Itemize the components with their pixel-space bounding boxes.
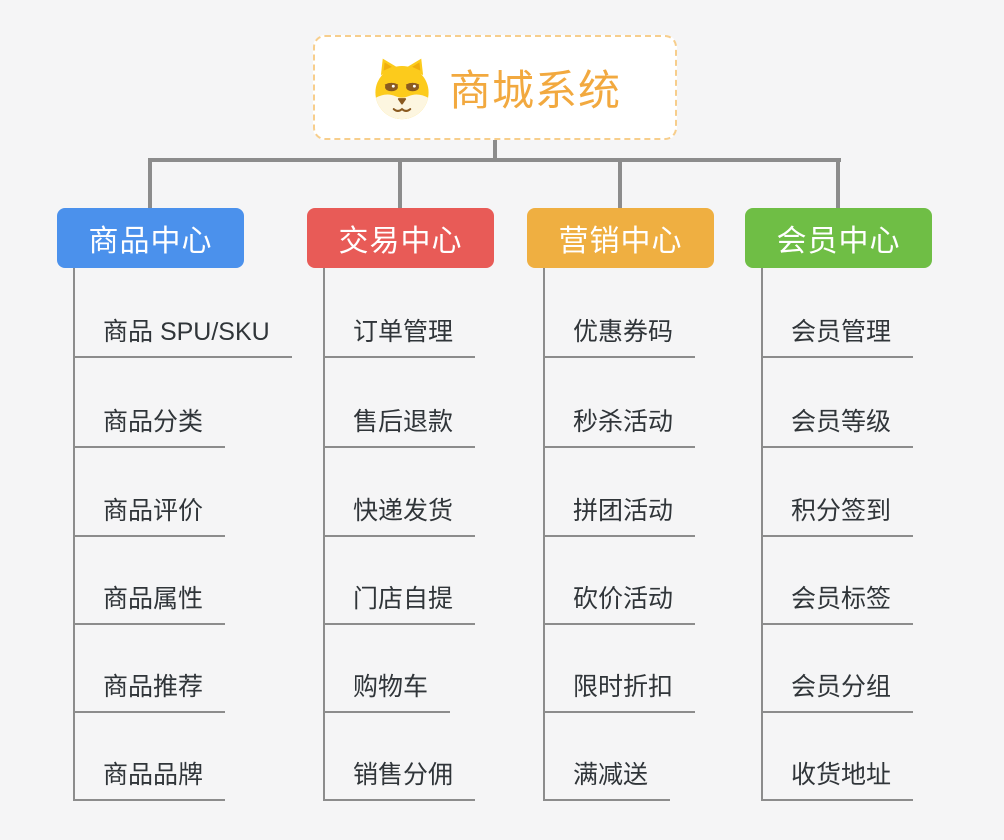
branch-trunk-line: [73, 268, 75, 801]
branch-column-trade: 交易中心 订单管理 售后退款 快递发货 门店自提 购物车 销售分佣: [307, 208, 547, 808]
branch-node-trade-center[interactable]: 交易中心: [307, 208, 494, 268]
branch-column-member: 会员中心 会员管理 会员等级 积分签到 会员标签 会员分组 收货地址: [745, 208, 985, 808]
leaf-node[interactable]: 收货地址: [761, 760, 914, 801]
branch-node-member-center[interactable]: 会员中心: [745, 208, 932, 268]
leaf-node[interactable]: 秒杀活动: [543, 407, 696, 448]
leaf-node[interactable]: 砍价活动: [543, 584, 696, 625]
leaf-node[interactable]: 快递发货: [323, 496, 476, 537]
connector-root-trunk: [493, 139, 497, 162]
root-node-mall-system[interactable]: 商城系统: [313, 35, 677, 140]
leaf-node[interactable]: 会员标签: [761, 584, 914, 625]
leaf-node[interactable]: 售后退款: [323, 407, 476, 448]
leaf-node[interactable]: 限时折扣: [543, 672, 696, 713]
branch-trunk-line: [761, 268, 763, 801]
leaf-node[interactable]: 订单管理: [323, 317, 476, 358]
leaf-node[interactable]: 商品品牌: [73, 760, 226, 801]
leaf-node[interactable]: 满减送: [543, 760, 671, 801]
leaf-node[interactable]: 购物车: [323, 672, 451, 713]
shiba-dog-icon: [375, 58, 429, 119]
leaf-node[interactable]: 商品 SPU/SKU: [73, 317, 292, 358]
leaf-node[interactable]: 商品属性: [73, 584, 226, 625]
leaf-node[interactable]: 会员分组: [761, 672, 914, 713]
connector-drop-trade: [398, 162, 402, 208]
leaf-node[interactable]: 商品评价: [73, 496, 226, 537]
connector-horizontal-bar: [148, 158, 841, 162]
branch-trunk-line: [323, 268, 325, 801]
branch-node-marketing-center[interactable]: 营销中心: [527, 208, 714, 268]
branch-trunk-line: [543, 268, 545, 801]
leaf-node[interactable]: 会员等级: [761, 407, 914, 448]
branch-node-product-center[interactable]: 商品中心: [57, 208, 244, 268]
leaf-node[interactable]: 商品推荐: [73, 672, 226, 713]
leaf-node[interactable]: 商品分类: [73, 407, 226, 448]
connector-drop-member: [836, 162, 840, 208]
leaf-node[interactable]: 优惠券码: [543, 317, 696, 358]
leaf-node[interactable]: 拼团活动: [543, 496, 696, 537]
leaf-node[interactable]: 积分签到: [761, 496, 914, 537]
connector-drop-marketing: [618, 162, 622, 208]
leaf-node[interactable]: 销售分佣: [323, 760, 476, 801]
leaf-node[interactable]: 会员管理: [761, 317, 914, 358]
branch-column-product: 商品中心 商品 SPU/SKU 商品分类 商品评价 商品属性 商品推荐 商品品牌: [57, 208, 297, 808]
leaf-node[interactable]: 门店自提: [323, 584, 476, 625]
branch-column-marketing: 营销中心 优惠券码 秒杀活动 拼团活动 砍价活动 限时折扣 满减送: [527, 208, 767, 808]
root-title: 商城系统: [448, 67, 621, 114]
connector-drop-product: [148, 162, 152, 208]
